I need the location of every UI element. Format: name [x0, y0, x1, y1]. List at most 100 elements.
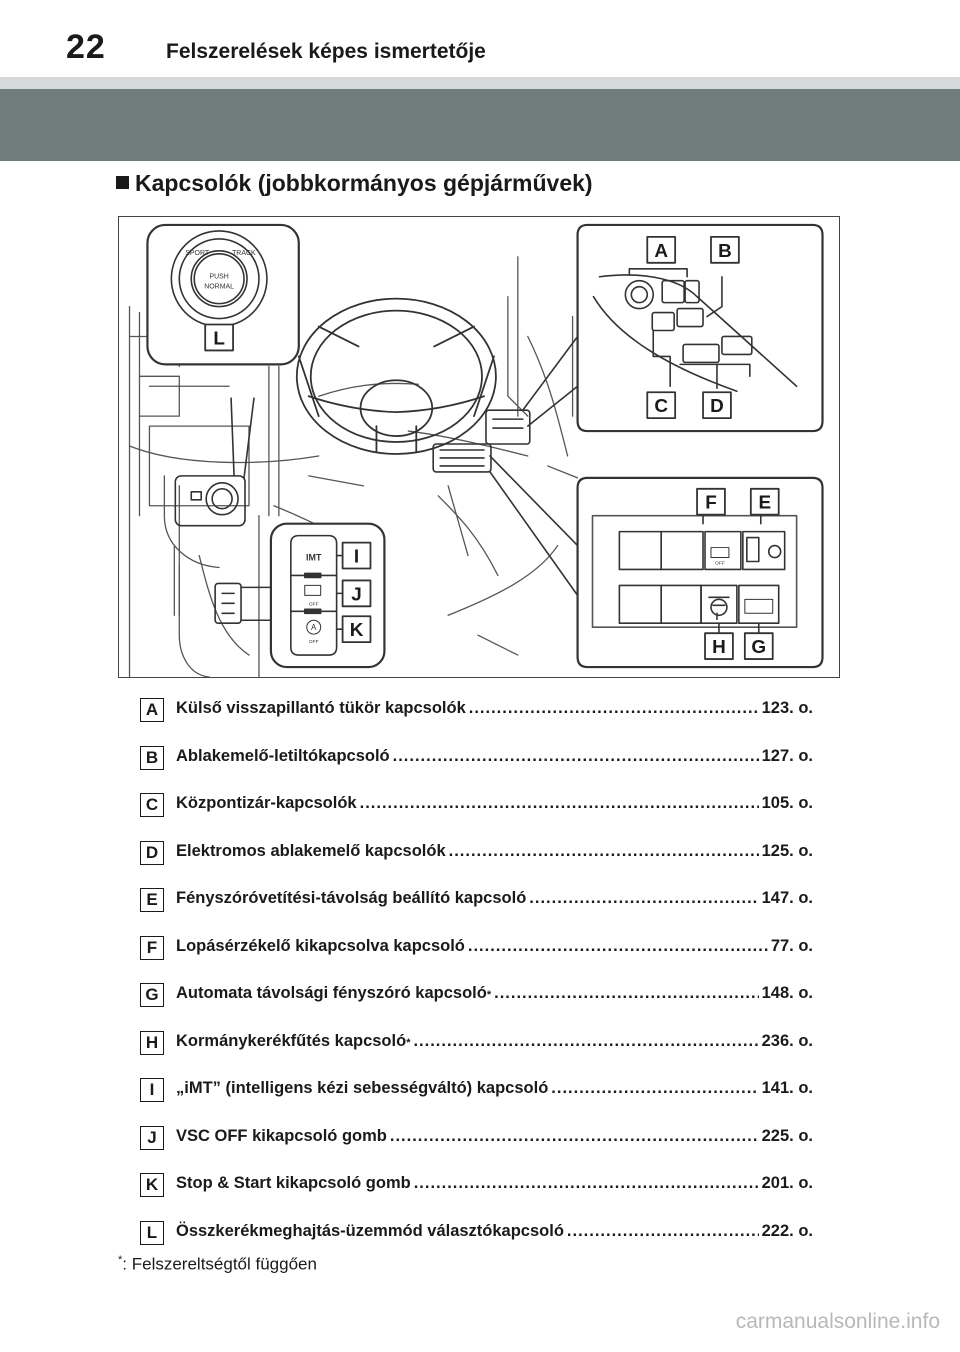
- steering-wheel: [295, 297, 497, 455]
- reference-entry: Összkerékmeghajtás-üzemmód választókapcs…: [176, 1222, 813, 1241]
- reference-row: J VSC OFF kikapcsoló gomb225. o.: [140, 1125, 815, 1152]
- reference-text: Kormánykerékfűtés kapcsoló: [176, 1031, 407, 1050]
- square-bullet-icon: [116, 176, 129, 189]
- reference-page: 141. o.: [761, 1079, 813, 1097]
- callout-panel-ijk: IMT OFF A OFF I J K: [269, 522, 386, 669]
- reference-letter-badge: L: [140, 1220, 164, 1245]
- reference-text: Külső visszapillantó tükör kapcsolók: [176, 699, 466, 717]
- dot-leader: [551, 1079, 758, 1098]
- callout-e: E: [758, 493, 771, 514]
- dot-leader: [449, 842, 759, 861]
- dot-leader: [494, 984, 759, 1003]
- reference-letter-badge: J: [140, 1125, 164, 1150]
- callout-panel-l: SPORT TRACK PUSH NORMAL L: [146, 223, 300, 366]
- imt-switch-small: [214, 582, 242, 625]
- auto-stop-letter: A: [311, 623, 317, 632]
- reference-text: Ablakemelő-letiltókapcsoló: [176, 746, 390, 765]
- reference-page: 105. o.: [761, 794, 813, 812]
- callout-i: I: [354, 546, 359, 567]
- reference-letter-badge: G: [140, 983, 164, 1007]
- reference-text: Összkerékmeghajtás-üzemmód választókapcs…: [176, 1221, 564, 1240]
- reference-entry: Külső visszapillantó tükör kapcsolók 123.…: [176, 699, 813, 718]
- reference-letter-badge: B: [140, 745, 164, 770]
- off-label-vsc: OFF: [309, 601, 319, 607]
- header-divider: [0, 77, 960, 89]
- dash-switch-cluster: [432, 409, 531, 473]
- section-heading: Kapcsolók (jobbkormányos gépjárművek): [116, 170, 593, 197]
- dot-leader: [414, 1174, 759, 1193]
- watermark: carmanualsonline.info: [735, 1310, 940, 1333]
- footnote-text: : Felszereltségtől függően: [122, 1254, 317, 1274]
- callout-d: D: [710, 396, 724, 417]
- reference-text: Elektromos ablakemelő kapcsolók: [176, 841, 446, 860]
- reference-page: 222. o.: [761, 1221, 813, 1240]
- reference-letter-badge: C: [140, 793, 164, 817]
- imt-label: IMT: [306, 553, 322, 563]
- callout-l: L: [213, 328, 225, 349]
- reference-text: Lopásérzékelő kikapcsolva kapcsoló: [176, 936, 465, 955]
- reference-row: C Központizár-kapcsolók 105. o.: [140, 793, 815, 819]
- dot-leader: [567, 1222, 759, 1241]
- knob-sport-label: SPORT: [185, 250, 210, 257]
- header-band: [0, 89, 960, 161]
- reference-page: 225. o.: [761, 1126, 813, 1145]
- reference-row: I„iMT” (intelligens kézi sebességváltó) …: [140, 1078, 815, 1104]
- footnote-mark: *: [118, 1254, 123, 1266]
- reference-row: G Automata távolsági fényszóró kapcsoló*1…: [140, 983, 815, 1009]
- callout-c: C: [654, 396, 668, 417]
- reference-text: Fényszóróvetítési-távolság beállító kapc…: [176, 889, 527, 907]
- reference-entry: Kormánykerékfűtés kapcsoló*236. o.: [176, 1032, 813, 1051]
- reference-entry: VSC OFF kikapcsoló gomb225. o.: [176, 1127, 813, 1146]
- reference-row: D Elektromos ablakemelő kapcsolók 125. o.: [140, 840, 815, 867]
- reference-letter-badge: D: [140, 840, 164, 865]
- callout-g: G: [751, 637, 766, 658]
- callout-a: A: [654, 241, 668, 262]
- reference-row: F Lopásérzékelő kikapcsolva kapcsoló77. o…: [140, 935, 815, 962]
- dot-leader: [468, 937, 768, 956]
- reference-footnote-mark: *: [486, 989, 492, 1001]
- reference-page: 123. o.: [761, 699, 813, 717]
- reference-entry: Ablakemelő-letiltókapcsoló 127. o.: [176, 747, 813, 766]
- dashboard-illustration: SPORT TRACK PUSH NORMAL L A B C D: [118, 216, 840, 678]
- reference-text: Stop & Start kikapcsoló gomb: [176, 1174, 411, 1192]
- reference-letter-badge: F: [140, 935, 164, 960]
- knob-track-label: TRACK: [232, 250, 256, 257]
- reference-page: 127. o.: [761, 746, 813, 765]
- reference-letter-badge: E: [140, 888, 164, 912]
- reference-letter-badge: K: [140, 1173, 164, 1197]
- dot-leader: [413, 1032, 758, 1051]
- off-label-security: OFF: [715, 560, 725, 566]
- dot-leader: [393, 747, 759, 766]
- reference-entry: Fényszóróvetítési-távolság beállító kapc…: [176, 889, 813, 908]
- reference-text: Automata távolsági fényszóró kapcsoló: [176, 984, 487, 1002]
- console-knob-small: [174, 475, 246, 527]
- reference-page: 147. o.: [761, 889, 813, 907]
- knob-normal-label: NORMAL: [204, 284, 234, 291]
- reference-entry: Automata távolsági fényszóró kapcsoló*14…: [176, 984, 813, 1003]
- dot-leader: [469, 699, 759, 718]
- reference-row: B Ablakemelő-letiltókapcsoló 127. o.: [140, 745, 815, 772]
- reference-row: L Összkerékmeghajtás-üzemmód választókapc…: [140, 1220, 815, 1247]
- reference-entry: Elektromos ablakemelő kapcsolók 125. o.: [176, 842, 813, 861]
- page-number: 22: [66, 28, 106, 66]
- reference-text: Központizár-kapcsolók: [176, 794, 357, 812]
- reference-entry: Stop & Start kikapcsoló gomb201. o.: [176, 1174, 813, 1193]
- callout-panel-abcd: A B C D: [576, 223, 824, 433]
- chapter-title: Felszerelések képes ismertetője: [166, 40, 486, 63]
- footnote: *: Felszereltségtől függően: [118, 1254, 317, 1275]
- reference-page: 236. o.: [761, 1031, 813, 1050]
- reference-page: 125. o.: [761, 841, 813, 860]
- callout-j: J: [351, 584, 362, 605]
- callout-panel-efgh: OFF F E H G: [576, 476, 824, 669]
- callout-k: K: [350, 620, 364, 641]
- dot-leader: [360, 794, 759, 813]
- reference-entry: Központizár-kapcsolók 105. o.: [176, 794, 813, 813]
- dot-leader: [390, 1127, 759, 1146]
- dot-leader: [529, 889, 758, 908]
- callout-b: B: [718, 241, 732, 262]
- reference-entry: Lopásérzékelő kikapcsolva kapcsoló77. o.: [176, 937, 813, 956]
- callout-f: F: [705, 493, 717, 514]
- reference-entry: „iMT” (intelligens kézi sebességváltó) k…: [176, 1079, 813, 1098]
